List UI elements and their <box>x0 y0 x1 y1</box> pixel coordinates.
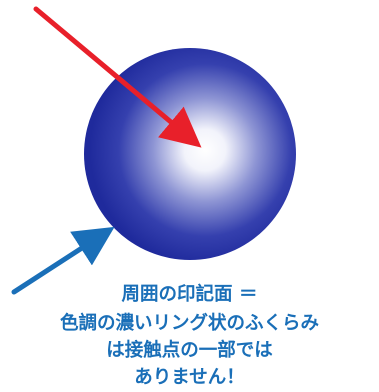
caption-line-4: ありません！ <box>134 367 245 388</box>
caption-line-3: は接触点の一部では <box>106 340 273 361</box>
caption-line-1: 周囲の印記面 ＝ <box>121 284 258 305</box>
red-arrow <box>33 6 202 148</box>
shaded-sphere <box>84 48 296 260</box>
blue-arrow <box>11 226 115 295</box>
caption-line-2: 色調の濃いリング状のふくらみ <box>59 313 319 334</box>
